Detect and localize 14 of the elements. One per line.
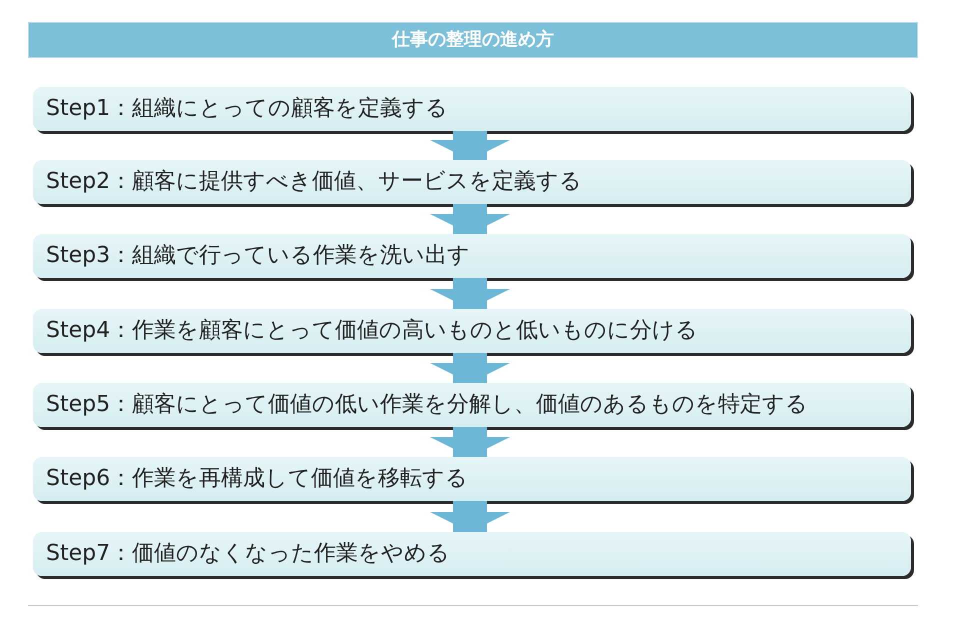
arrow — [430, 353, 510, 383]
arrow — [430, 427, 510, 457]
arrow — [430, 204, 510, 234]
step-box: Step5：顧客にとって価値の低い作業を分解し、価値のあるものを特定する — [33, 383, 911, 427]
arrow — [430, 131, 510, 160]
step-box: Step7：価値のなくなった作業をやめる — [33, 532, 911, 576]
arrow — [430, 278, 510, 309]
arrow — [430, 501, 510, 532]
step-box: Step3：組織で行っている作業を洗い出す — [33, 234, 911, 278]
step-box: Step4：作業を顧客にとって価値の高いものと低いものに分ける — [33, 309, 911, 353]
step-box: Step2：顧客に提供すべき価値、サービスを定義する — [33, 160, 911, 204]
step-box: Step6：作業を再構成して価値を移転する — [33, 457, 911, 501]
step-box: Step1：組織にとっての顧客を定義する — [33, 87, 911, 131]
title-banner: 仕事の整理の進め方 — [28, 22, 918, 58]
